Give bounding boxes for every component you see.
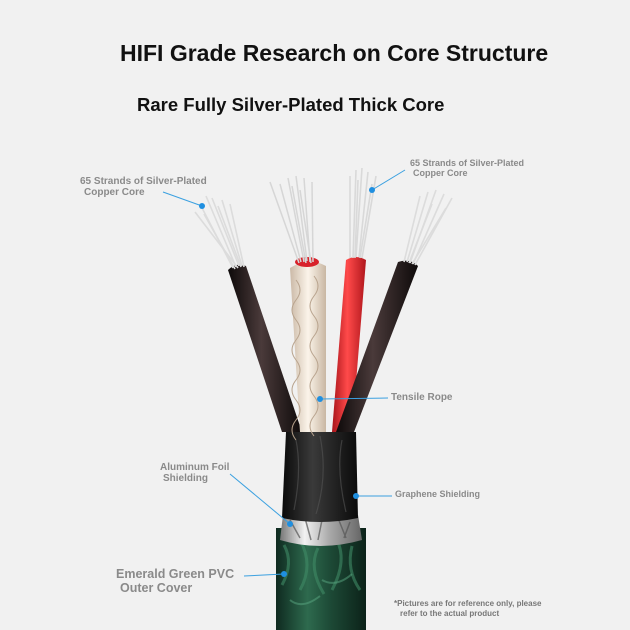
callout-line: Shielding	[163, 473, 208, 484]
black-wire-right	[336, 189, 453, 432]
note-line: refer to the actual product	[400, 609, 500, 618]
leader-dots	[199, 187, 375, 577]
callout-line: Outer Cover	[120, 580, 193, 595]
callout-tensile-rope: Tensile Rope	[391, 392, 453, 403]
graphene-sleeve	[282, 432, 358, 522]
callout-line: Copper Core	[84, 187, 145, 198]
red-wire	[332, 167, 377, 432]
callout-pvc-cover: Emerald Green PVC Outer Cover	[116, 567, 235, 596]
callout-aluminum-foil: Aluminum Foil Shielding	[160, 462, 229, 484]
callout-line: Copper Core	[413, 167, 468, 178]
page-title: HIFI Grade Research on Core Structure	[120, 40, 549, 66]
leader-lines	[162, 169, 406, 577]
callout-line: 65 Strands of Silver-Plated	[410, 158, 525, 168]
tensile-rope	[269, 175, 326, 441]
callout-strands-right: 65 Strands of Silver-Plated Copper Core	[410, 158, 525, 179]
disclaimer-note: *Pictures are for reference only, please…	[394, 599, 541, 619]
aluminum-foil	[280, 515, 362, 546]
callout-line: Aluminum Foil	[160, 462, 230, 473]
callout-line: 65 Strands of Silver-Plated	[80, 176, 207, 187]
callout-line: Emerald Green PVC	[116, 567, 235, 581]
black-wire-left	[194, 195, 302, 432]
note-line: *Pictures are for reference only, please	[394, 599, 542, 608]
page-subtitle: Rare Fully Silver-Plated Thick Core	[137, 94, 445, 115]
callout-graphene: Graphene Shielding	[395, 489, 481, 499]
callout-strands-left: 65 Strands of Silver-Plated Copper Core	[80, 176, 207, 198]
